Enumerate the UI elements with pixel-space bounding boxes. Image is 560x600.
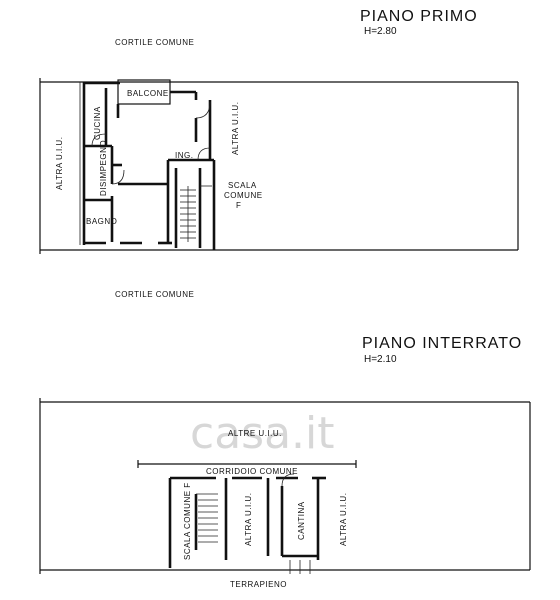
altra-uiu-right: ALTRA U.I.U. <box>231 102 240 155</box>
scala-comune-label-2: COMUNE <box>224 191 263 200</box>
apartment-walls <box>79 79 216 250</box>
cortile-comune-bottom-label: CORTILE COMUNE <box>115 290 194 299</box>
altra-uiu-left: ALTRA U.I.U. <box>55 137 64 190</box>
stair-treads-primo <box>180 185 212 242</box>
terrapieno-label: TERRAPIENO <box>230 580 287 589</box>
room-balcone: BALCONE <box>127 89 169 98</box>
interrato-outline <box>39 398 531 574</box>
scala-comune-label-3: F <box>236 201 241 210</box>
piano-primo-section: PIANO PRIMO H=2.80 CORTILE COMUNE CORTIL… <box>39 8 519 299</box>
room-bagno: BAGNO <box>86 217 117 226</box>
piano-interrato-height: H=2.10 <box>364 354 397 365</box>
room-cucina: CUCINA <box>93 106 102 140</box>
room-ingresso: ING. <box>175 151 193 160</box>
corridoio-comune-label: CORRIDOIO COMUNE <box>206 467 298 476</box>
cellar-walls <box>168 473 320 574</box>
cortile-comune-top-label: CORTILE COMUNE <box>115 38 194 47</box>
room-disimpegno: DISIMPEGNO <box>99 140 108 196</box>
altra-uiu-cellar-2: ALTRA U.I.U. <box>339 493 348 546</box>
scala-comune-f-label: SCALA COMUNE F <box>183 482 192 560</box>
corridor-walls <box>137 460 357 480</box>
scala-comune-label-1: SCALA <box>228 181 257 190</box>
watermark: casa.it <box>190 408 335 459</box>
piano-interrato-section: PIANO INTERRATO H=2.10 ALTRE U.I.U. CORR… <box>39 335 531 589</box>
altra-uiu-cellar-1: ALTRA U.I.U. <box>244 493 253 546</box>
piano-primo-height: H=2.80 <box>364 26 397 37</box>
cantina-label: CANTINA <box>297 501 306 540</box>
piano-primo-title: PIANO PRIMO <box>360 8 478 25</box>
piano-interrato-title: PIANO INTERRATO <box>362 335 522 352</box>
altre-uiu-label: ALTRE U.I.U. <box>228 429 282 438</box>
